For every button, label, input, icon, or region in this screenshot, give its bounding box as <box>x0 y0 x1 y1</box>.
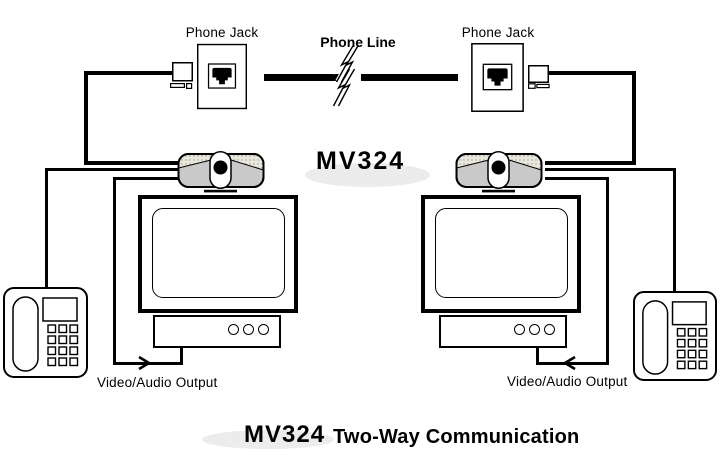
wire-right-jack-vertical <box>632 71 636 165</box>
wire-left-jack-vertical <box>84 71 88 165</box>
video-audio-output-left-label: Video/Audio Output <box>97 375 218 390</box>
wire-right-phone-vertical <box>673 168 676 293</box>
mv324-camera-right-icon <box>455 151 543 193</box>
monitor-button <box>514 324 525 335</box>
monitor-button <box>544 324 555 335</box>
wire-right-base-stub <box>536 348 539 364</box>
wire-left-jack-to-camera <box>86 161 178 165</box>
rj11-jack-icon <box>212 67 232 85</box>
footer-title-label: Two-Way Communication <box>333 426 580 448</box>
wire-right-video-horizontal <box>545 177 609 180</box>
wire-right-plug <box>548 71 636 75</box>
output-arrow-right-pointing-icon <box>138 355 152 371</box>
video-audio-output-right-label: Video/Audio Output <box>507 374 628 389</box>
monitor-right <box>421 195 581 313</box>
monitor-base-right <box>439 315 567 348</box>
telephone-left-icon <box>3 287 88 378</box>
wire-left-video-horizontal <box>113 177 178 180</box>
line-break-lightning-icon <box>330 42 361 108</box>
rj11-jack-icon <box>487 68 508 86</box>
plug-connector-right-icon <box>528 65 550 89</box>
telephone-right-icon <box>633 291 717 381</box>
wire-right-output <box>536 362 609 365</box>
phone-jack-right-label: Phone Jack <box>461 25 535 40</box>
wire-left-phone-vertical <box>45 168 48 289</box>
mv324-camera-left-icon <box>177 151 265 193</box>
wire-left-plug <box>86 71 172 75</box>
phone-handset-icon <box>12 296 39 372</box>
center-model-label: MV324 <box>316 147 406 175</box>
monitor-screen <box>435 208 568 298</box>
phone-line-label: Phone Line <box>320 34 396 50</box>
phone-display <box>671 301 707 326</box>
camera-lens-icon <box>491 160 506 175</box>
plug-connector-left-icon <box>170 62 193 90</box>
footer-model-label: MV324 <box>244 421 326 448</box>
wire-right-camera-to-phone <box>545 168 676 171</box>
artifact-smudge <box>305 163 430 187</box>
phone-jack-left-label: Phone Jack <box>185 25 259 40</box>
wire-left-camera-to-phone <box>46 168 178 171</box>
output-arrow-left-pointing-icon <box>562 355 576 371</box>
wire-right-jack-to-camera <box>545 161 636 165</box>
monitor-base-left <box>153 315 281 348</box>
camera-stand <box>204 189 237 193</box>
phone-keypad <box>47 324 79 367</box>
phone-display <box>42 297 78 322</box>
wire-left-base-stub <box>180 348 183 364</box>
phone-handset-icon <box>642 300 669 375</box>
monitor-left <box>138 195 298 313</box>
camera-stand <box>482 189 515 193</box>
phone-jack-right-icon <box>471 43 524 112</box>
wire-right-video-vertical <box>606 177 609 365</box>
wire-left-video-vertical <box>113 177 116 365</box>
phone-keypad <box>676 327 708 370</box>
camera-lens-icon <box>213 160 228 175</box>
monitor-button <box>243 324 254 335</box>
monitor-screen <box>152 208 285 298</box>
monitor-button <box>258 324 269 335</box>
monitor-button <box>228 324 239 335</box>
monitor-button <box>529 324 540 335</box>
phone-jack-left-icon <box>197 43 247 110</box>
artifact-smudge <box>202 430 334 449</box>
